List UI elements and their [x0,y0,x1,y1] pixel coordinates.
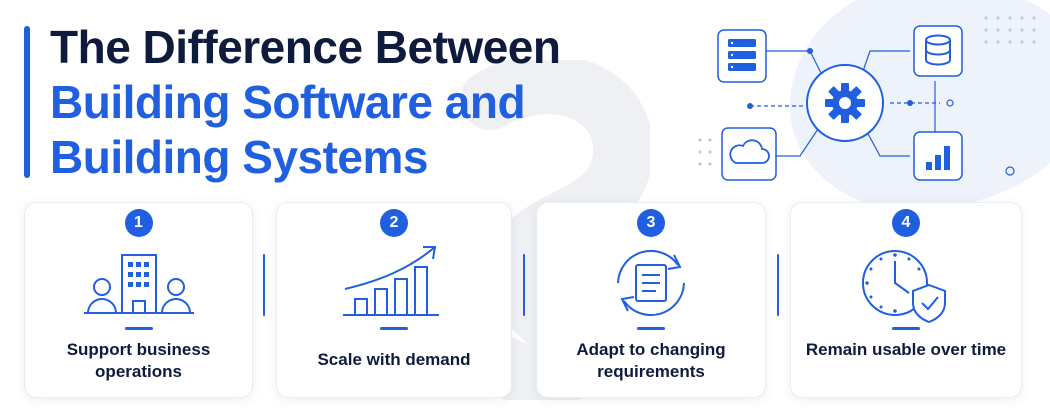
card-remain-usable: 4 Remain usable over time [790,202,1022,398]
card-adapt-requirements: 3 Adapt to changing requirements [536,202,766,398]
card-label: Scale with demand [317,350,471,369]
card-scale-demand: 2 Scale with demand [276,202,512,398]
gear-icon [806,64,884,142]
clock-shield-icon [862,250,946,323]
card-support-business: 1 Support business operations [24,202,253,398]
title-accent-bar [24,26,30,178]
card-divider [263,254,265,316]
title-line-3: Building Systems [50,131,428,183]
card-divider [523,254,525,316]
system-diagram [698,16,1036,181]
bar-chart-icon [913,131,963,181]
step-badge: 3 [637,209,665,237]
dot-grid [698,16,1036,166]
title-line-1: The Difference Between [50,21,561,73]
card-underline [124,327,153,330]
card-label: Adapt to changing requirements [576,340,726,381]
card-underline [892,327,920,330]
office-building-people-icon [83,254,194,314]
card-underline [637,327,665,330]
server-icon [717,29,767,83]
cloud-icon [721,127,777,181]
page-title: The Difference Between Building Software… [50,20,561,185]
title-line-2: Building Software and [50,76,526,128]
card-underline [380,327,408,330]
growth-chart-icon [343,246,439,316]
card-divider [777,254,779,316]
step-badge: 4 [892,209,920,237]
card-label: Remain usable over time [805,340,1007,359]
step-badge: 2 [380,209,408,237]
database-icon [913,25,963,77]
document-cycle-icon [617,249,685,317]
card-label: Support business operations [66,340,211,381]
step-badge: 1 [124,209,153,237]
